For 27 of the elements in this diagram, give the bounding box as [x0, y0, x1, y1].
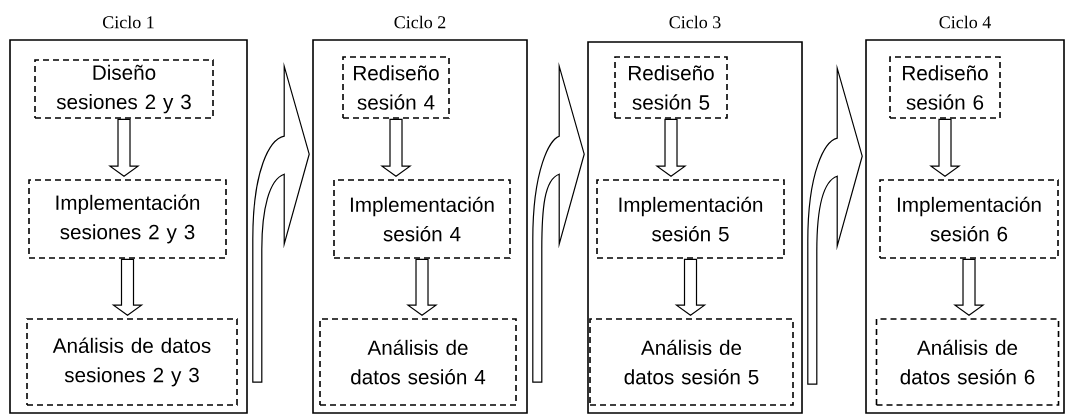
process-box: Implementación sesión 6: [879, 179, 1059, 259]
hollow-arrow: [655, 118, 687, 177]
curved-arrow: [252, 65, 310, 383]
hollow-arrow: [953, 258, 985, 316]
hollow-arrow: [406, 258, 438, 316]
process-box: Implementación sesión 5: [596, 179, 785, 259]
hollow-arrow: [380, 118, 412, 177]
process-box: Análisis de datos sesiones 2 y 3: [26, 318, 238, 406]
process-box: Rediseño sesión 4: [342, 56, 450, 119]
process-box: Análisis de datos sesión 4: [319, 318, 517, 406]
cycle-heading: Ciclo 4: [939, 15, 991, 29]
process-box: Rediseño sesión 6: [889, 56, 1001, 119]
process-box: Implementación sesiones 2 y 3: [28, 179, 227, 259]
curved-arrow: [532, 65, 585, 383]
cycle-heading: Ciclo 3: [669, 15, 721, 29]
process-box: Rediseño sesión 5: [614, 56, 728, 119]
hollow-arrow: [929, 118, 961, 177]
process-box: Implementación sesión 4: [333, 179, 511, 259]
process-box: Diseño sesiones 2 y 3: [34, 59, 214, 119]
hollow-arrow: [674, 258, 707, 316]
process-box: Análisis de datos sesión 6: [875, 318, 1060, 406]
process-box: Análisis de datos sesión 5: [589, 318, 794, 406]
hollow-arrow: [111, 258, 144, 316]
cycle-heading: Ciclo 2: [394, 15, 446, 29]
hollow-arrow: [108, 118, 140, 177]
cycle-heading: Ciclo 1: [103, 15, 154, 29]
curved-arrow: [807, 67, 863, 385]
